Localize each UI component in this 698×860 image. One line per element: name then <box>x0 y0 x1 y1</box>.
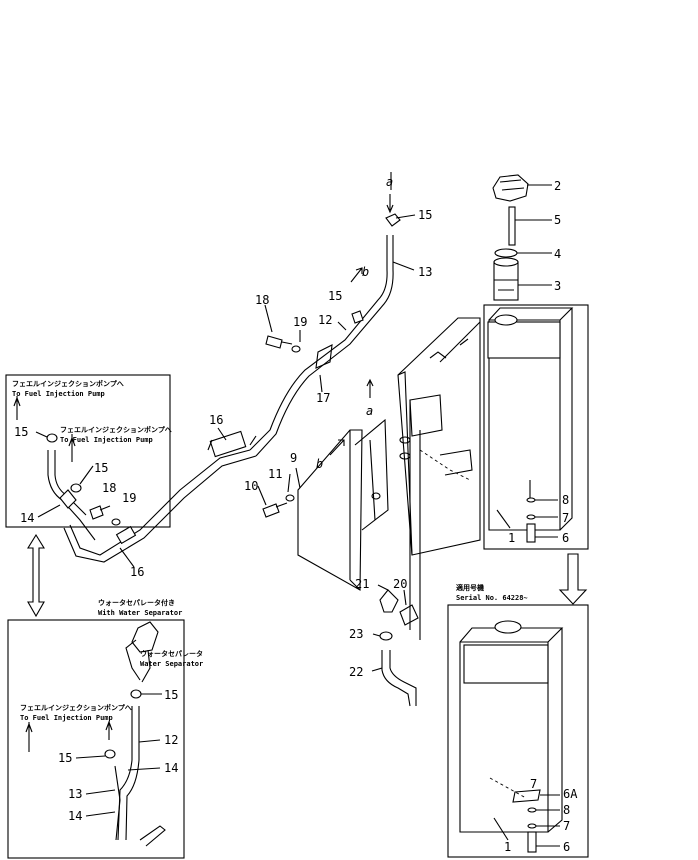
inset-callout-15-b: 15 <box>94 461 108 475</box>
variant-callout-7: 7 <box>530 777 537 791</box>
inset-fuel-pump-box <box>5 374 171 541</box>
callout-19-top: 19 <box>293 315 307 329</box>
callout-21: 21 <box>355 577 369 591</box>
sep-callout-15-b: 15 <box>58 751 72 765</box>
fasteners <box>262 194 401 518</box>
fuel-pipe-assembly <box>63 235 394 563</box>
variant-callout-6a: 6A <box>563 787 578 801</box>
variant-callout-8: 8 <box>563 803 570 817</box>
variant-arrow <box>558 553 588 605</box>
inset-en-pump-1: To Fuel Injection Pump <box>12 390 105 398</box>
serial-jp: 適用号機 <box>456 583 484 592</box>
callout-3: 3 <box>554 279 561 293</box>
drain-valve-assembly <box>379 589 419 707</box>
inset-jp-pump-2: フェエルインジェクションポンプへ <box>60 425 172 434</box>
ref-b-top: b <box>362 265 369 279</box>
sep-en-label: Water Separator <box>140 660 203 668</box>
callout-4: 4 <box>554 247 561 261</box>
callout-2: 2 <box>554 179 561 193</box>
callout-8: 8 <box>562 493 569 507</box>
serial-en: Serial No. 64228~ <box>456 594 528 602</box>
callout-16-top: 16 <box>209 413 223 427</box>
fuel-tank-main <box>397 317 481 640</box>
callout-11: 11 <box>268 467 282 481</box>
ref-b-tank: b <box>316 457 323 471</box>
callout-12: 12 <box>318 313 332 327</box>
callout-1: 1 <box>508 531 515 545</box>
sep-en-pump: To Fuel Injection Pump <box>20 714 113 722</box>
variant-callout-6: 6 <box>563 840 570 854</box>
callout-15-mid: 15 <box>328 289 342 303</box>
sep-callout-13: 13 <box>68 787 82 801</box>
sep-en-title: With Water Separator <box>98 609 182 617</box>
leader-lines <box>119 214 416 672</box>
tank-detail-box <box>483 304 589 550</box>
sep-jp-title: ウォータセパレータ付き <box>98 598 175 607</box>
notes: フェエルインジェクションポンプへ To Fuel Injection Pump … <box>12 379 528 722</box>
callout-10: 10 <box>244 479 258 493</box>
ref-a-top: a <box>386 175 393 189</box>
sep-callout-14-b: 14 <box>68 809 82 823</box>
reference-letters: a b a b <box>316 175 393 471</box>
variant-callout-1: 1 <box>504 840 511 854</box>
callout-17: 17 <box>316 391 330 405</box>
callout-7: 7 <box>562 511 569 525</box>
callout-6: 6 <box>562 531 569 545</box>
callout-5: 5 <box>554 213 561 227</box>
inset-callout-19: 19 <box>122 491 136 505</box>
callout-22: 22 <box>349 665 363 679</box>
side-cover-plate <box>297 418 389 591</box>
callout-16-bottom: 16 <box>130 565 144 579</box>
inset-callout-14: 14 <box>20 511 34 525</box>
inset-jp-pump-1: フェエルインジェクションポンプへ <box>12 379 124 388</box>
tank-variant-box <box>447 604 589 858</box>
sep-callout-14-a: 14 <box>164 761 178 775</box>
ref-a-tank: a <box>366 404 373 418</box>
callout-13: 13 <box>418 265 432 279</box>
inset-water-separator-box <box>7 619 185 859</box>
inset-link-arrow <box>27 533 45 618</box>
sep-jp-pump: フェエルインジェクションポンプへ <box>20 703 132 712</box>
reference-arrows <box>329 172 392 456</box>
inset-en-pump-2: To Fuel Injection Pump <box>60 436 153 444</box>
callout-23: 23 <box>349 627 363 641</box>
sep-jp-label: ウォータセパレータ <box>140 649 203 658</box>
variant-callout-7b: 7 <box>563 819 570 833</box>
inset-callout-15-a: 15 <box>14 425 28 439</box>
callout-18-top: 18 <box>255 293 269 307</box>
callout-15-top: 15 <box>418 208 432 222</box>
sep-callout-12: 12 <box>164 733 178 747</box>
inset-callout-18: 18 <box>102 481 116 495</box>
callout-numbers: 2 5 4 3 8 7 6 1 15 13 15 12 18 19 17 16 … <box>14 179 578 854</box>
callout-20: 20 <box>393 577 407 591</box>
sep-callout-15-a: 15 <box>164 688 178 702</box>
fuel-cap-assembly <box>492 174 552 301</box>
callout-9: 9 <box>290 451 297 465</box>
